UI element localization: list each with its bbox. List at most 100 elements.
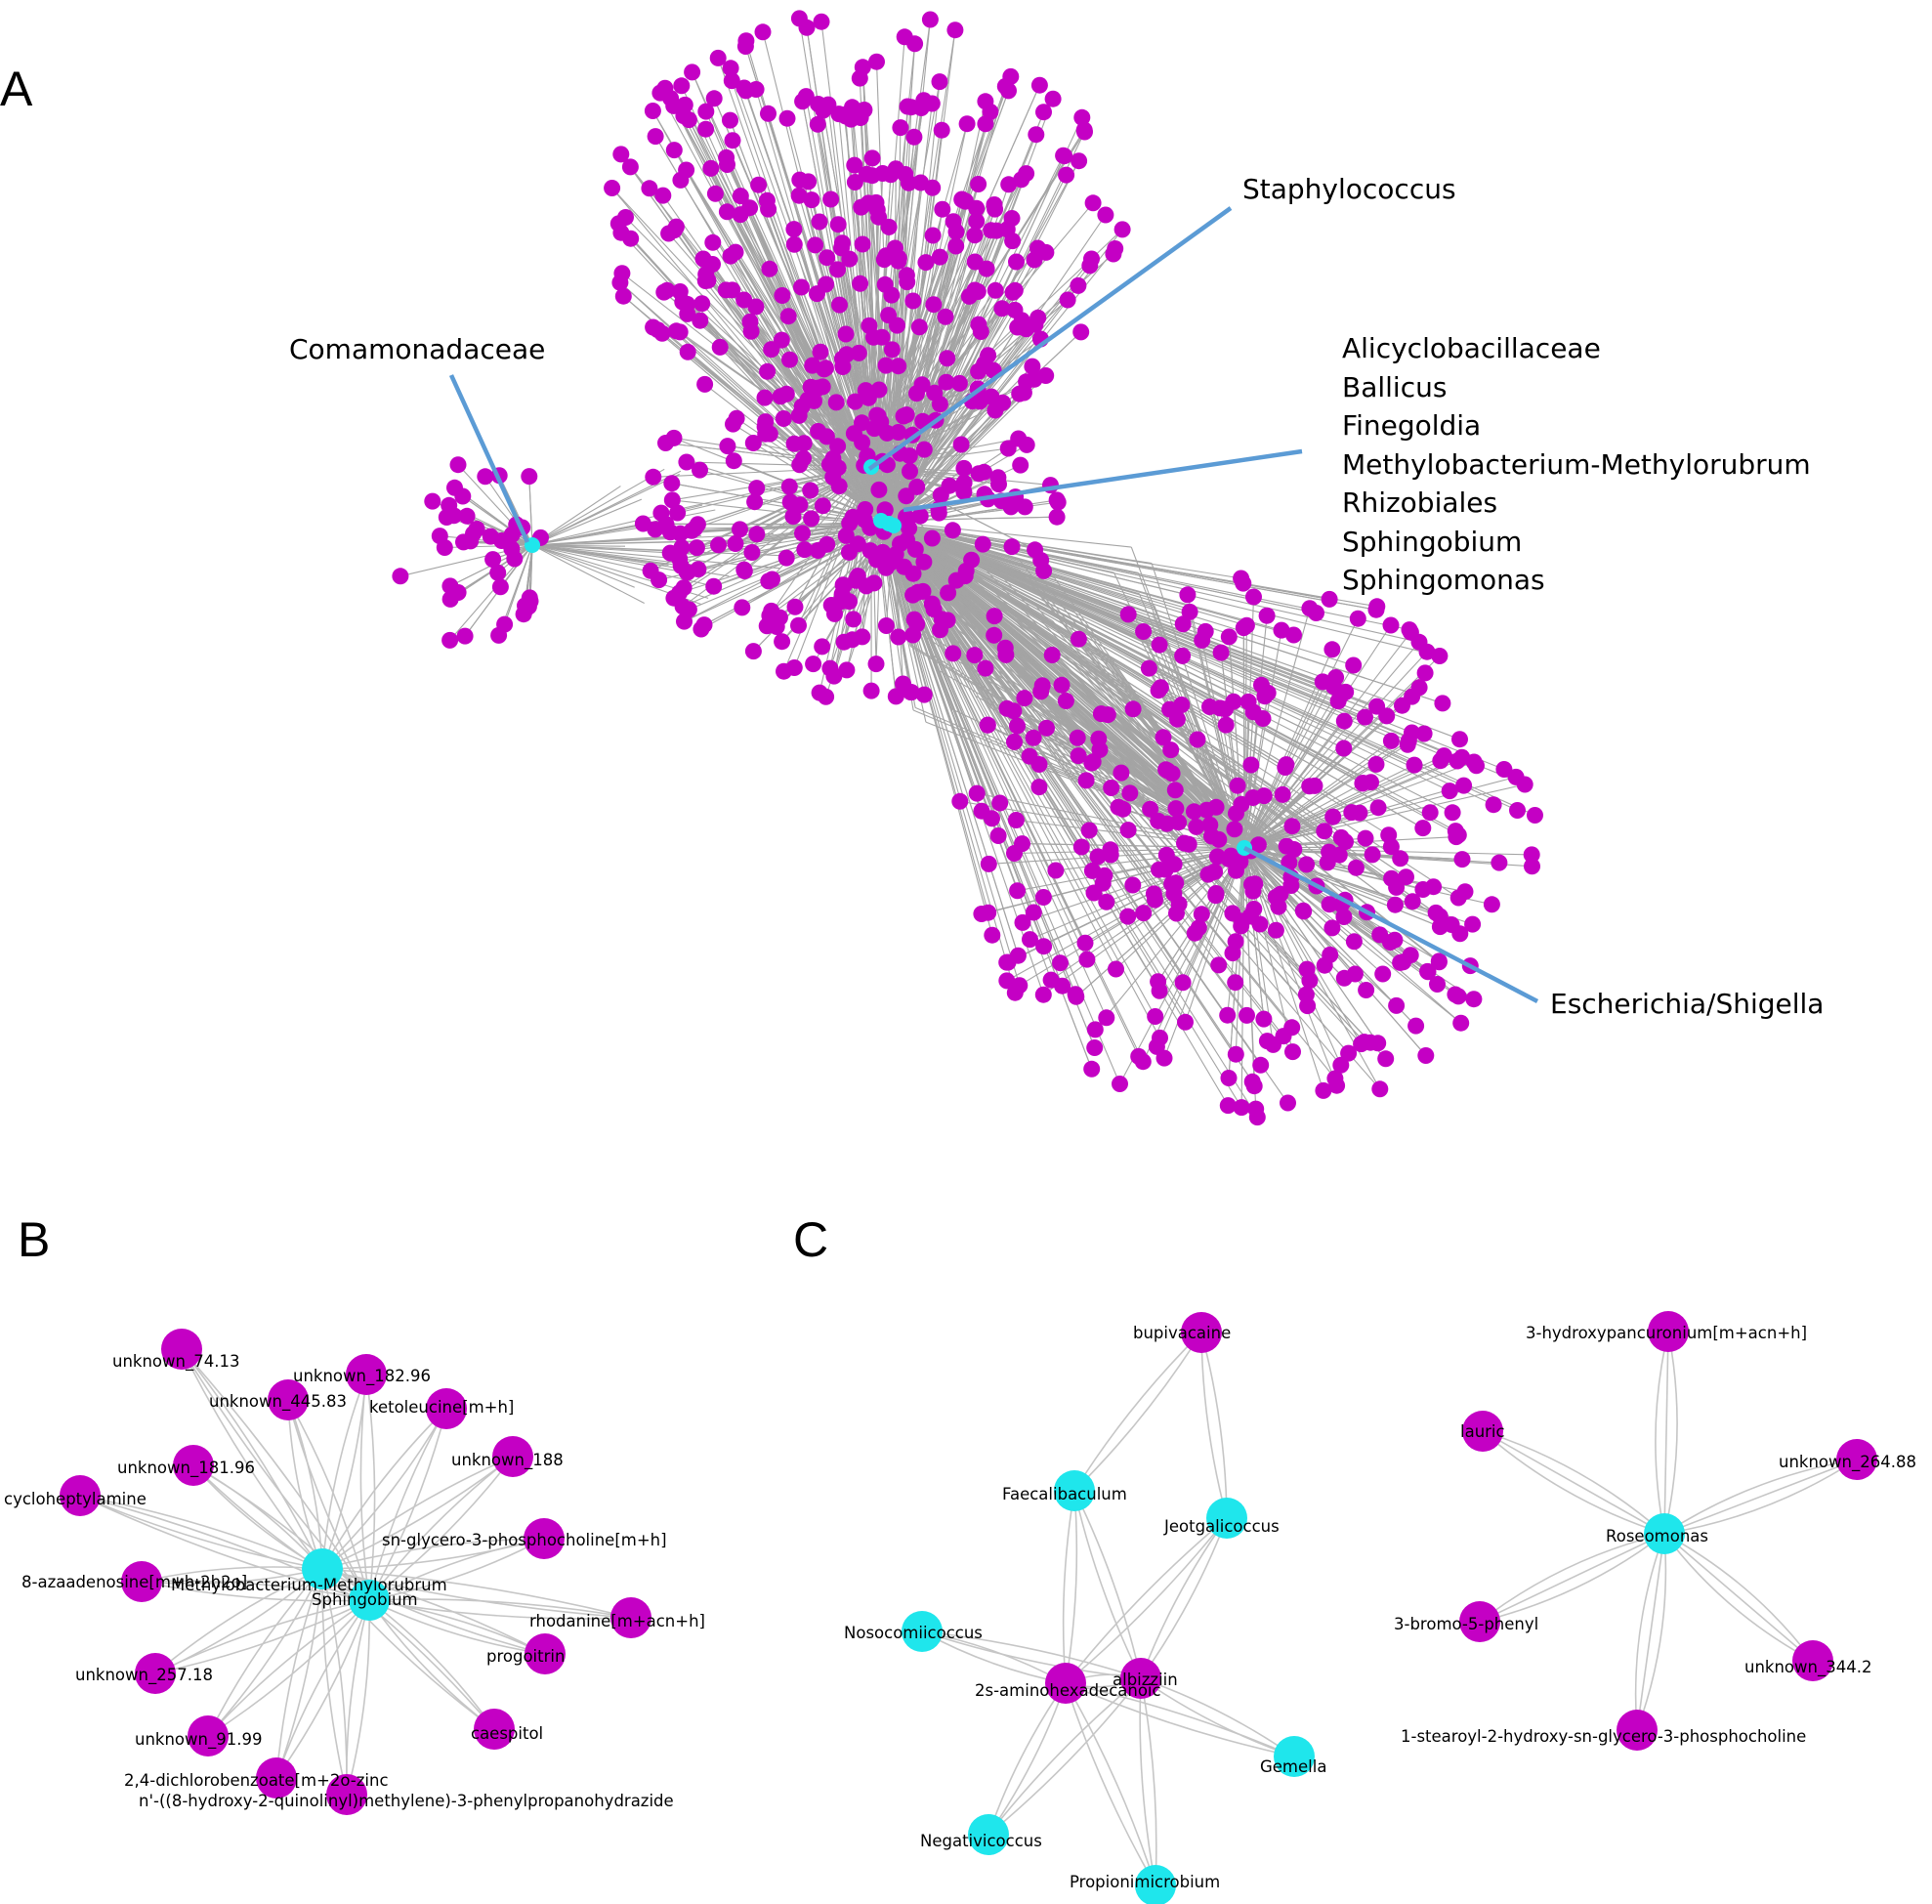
metabolite-node [256, 1757, 297, 1798]
metabolite-node-lower [1057, 693, 1074, 709]
metabolite-node-lower [1402, 947, 1419, 964]
metabolite-node-middle [987, 402, 1004, 419]
metabolite-node-middle [663, 491, 681, 509]
metabolite-node-middle [944, 522, 961, 539]
metabolite-node-lower [1124, 700, 1142, 718]
metabolite-node-upper [993, 300, 1011, 317]
metabolite-node-upper [614, 287, 632, 305]
metabolite-node-lower [1190, 919, 1207, 937]
metabolite-node-lower [1443, 916, 1460, 933]
metabolite-node-upper [1037, 367, 1055, 384]
metabolite-node [1617, 1710, 1658, 1751]
metabolite-node [1045, 1663, 1086, 1704]
metabolite-node-lower [1301, 972, 1319, 990]
metabolite-node-lower [1112, 1076, 1128, 1092]
metabolite-node-upper [968, 199, 986, 217]
metabolite-node-lower [1094, 874, 1112, 892]
metabolite-node [474, 1709, 515, 1750]
metabolite-node-upper [1008, 253, 1025, 271]
leader-staphylococcus [867, 206, 1233, 471]
metabolite-node-lower [1280, 1094, 1296, 1112]
metabolite-node-comamonadaceae [458, 507, 476, 525]
node-label: n'-((8-hydroxy-2-quinolinyl)methylene)-3… [139, 1792, 674, 1810]
metabolite-node-lower [1340, 1044, 1358, 1062]
leader-escherichia [1242, 846, 1539, 1003]
metabolite-node-middle [642, 562, 659, 579]
metabolite-node-upper [934, 200, 951, 218]
metabolite-node-lower [1034, 889, 1052, 906]
metabolite-node-upper [931, 73, 948, 91]
metabolite-node-lower [1449, 752, 1466, 770]
metabolite-node-middle [822, 597, 840, 614]
metabolite-node-lower [1162, 741, 1180, 759]
metabolite-node-lower [1452, 1014, 1470, 1032]
metabolite-node-upper [969, 283, 987, 300]
metabolite-node-upper [1070, 276, 1087, 294]
metabolite-node-lower [1243, 1073, 1261, 1090]
metabolite-node-middle [923, 529, 941, 547]
metabolite-node-lower [1052, 954, 1069, 972]
metabolite-node-middle [895, 407, 912, 425]
metabolite-node-middle [790, 616, 807, 634]
metabolite-node-lower [1203, 827, 1220, 845]
metabolite-node-upper [925, 296, 943, 314]
metabolite-node-upper [898, 267, 915, 284]
metabolite-node [268, 1379, 309, 1420]
metabolite-node-middle [692, 461, 708, 479]
metabolite-node-lower [1265, 1036, 1281, 1053]
metabolite-node-lower [1077, 772, 1095, 789]
metabolite-node-lower [1219, 1006, 1237, 1024]
metabolite-node-lower [989, 827, 1007, 844]
metabolite-node-lower [1377, 1050, 1395, 1068]
metabolite-node-upper [931, 248, 948, 266]
metabolite-node-lower [1174, 615, 1192, 633]
annotation-leader-lines [448, 206, 1539, 1003]
metabolite-node-lower [1242, 756, 1260, 774]
metabolite-node-lower [1168, 710, 1186, 728]
metabolite-node-lower [1103, 780, 1120, 796]
metabolite-node-middle [911, 507, 929, 525]
node-label: unknown_344.2 [1744, 1658, 1871, 1677]
label-staphylococcus: Staphylococcus [1242, 173, 1456, 205]
metabolite-node-upper [842, 110, 860, 128]
metabolite-node-upper [947, 237, 965, 255]
node-label: 3-bromo-5-phenyl [1394, 1615, 1538, 1633]
metabolite-node-lower [1256, 688, 1274, 705]
metabolite-node-upper [665, 142, 683, 159]
metabolite-node-upper [684, 63, 701, 81]
metabolite-node [326, 1774, 367, 1815]
metabolite-node-upper [718, 203, 735, 221]
metabolite-node-lower [1258, 607, 1276, 624]
leader-group [903, 448, 1303, 513]
metabolite-node-middle [734, 599, 751, 616]
metabolite-node-upper [609, 215, 627, 233]
metabolite-node-upper [870, 208, 888, 226]
metabolite-node-upper [604, 180, 621, 196]
panel-c-right-network: Roseomonas3-hydroxypancuronium[m+acn+h]l… [1394, 1311, 1916, 1751]
metabolite-node-lower [1201, 698, 1218, 715]
metabolite-node-upper [899, 98, 916, 115]
metabolite-node-upper [1029, 309, 1047, 326]
metabolite-node-middle [744, 643, 762, 660]
metabolite-node-upper [811, 213, 828, 231]
metabolite-node-comamonadaceae [489, 564, 507, 581]
metabolite-node-middle [759, 362, 777, 380]
metabolite-node-upper [905, 128, 923, 146]
metabolite-node [426, 1388, 467, 1429]
metabolite-node-upper [722, 60, 739, 77]
metabolite-node-middle [803, 510, 820, 528]
metabolite-node-lower [1485, 796, 1502, 814]
metabolite-node-upper [727, 243, 744, 261]
metabolite-node-middle [657, 435, 674, 451]
metabolite-node [60, 1475, 101, 1516]
metabolite-node-middle [963, 551, 981, 569]
metabolite-node-middle [805, 656, 822, 673]
metabolite-node-upper [818, 275, 835, 293]
metabolite-node-upper [756, 389, 774, 406]
metabolite-node-upper [829, 261, 847, 278]
metabolite-node-middle [661, 544, 679, 562]
metabolite-node-middle [727, 535, 744, 552]
node-label: Propionimicrobium [1070, 1873, 1220, 1891]
metabolite-node-upper [937, 308, 954, 325]
metabolite-node-upper [829, 216, 847, 233]
